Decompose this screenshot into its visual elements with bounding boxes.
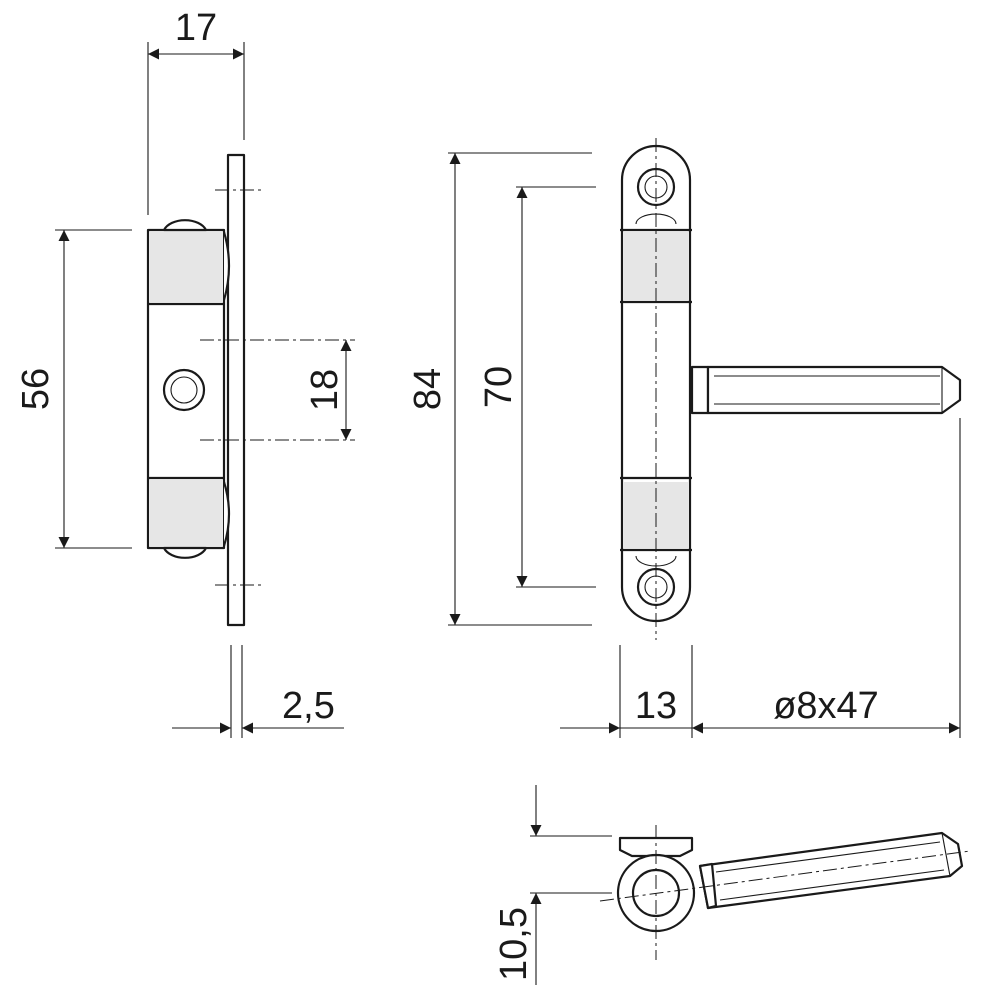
body-bottom-shade: [150, 480, 222, 546]
dimension-56: 56: [15, 229, 132, 549]
pin-shaft: [706, 365, 962, 415]
side-view: [146, 153, 262, 627]
top-view: [599, 825, 971, 960]
side-hole-outer: [162, 368, 206, 412]
top-pin-highlight-1: [715, 841, 941, 873]
dimension-2-5: 2,5: [172, 645, 344, 738]
top-pin-chamfer: [941, 832, 951, 877]
dimension-70: 70: [478, 186, 596, 588]
dim-label-84: 84: [407, 368, 449, 410]
top-knuckle-cap: [618, 836, 694, 858]
knuckle-arc-top: [222, 231, 231, 301]
dim-label-17: 17: [175, 7, 217, 49]
top-centerline-axis: [599, 850, 971, 902]
top-pin-highlight-2: [719, 869, 945, 901]
dim-label-2-5: 2,5: [282, 685, 335, 727]
knuckle-arc-bottom: [222, 481, 231, 547]
side-hole-inner: [170, 376, 198, 404]
dimension-84: 84: [407, 152, 592, 626]
dim-label-pin: ø8x47: [773, 685, 879, 727]
dimension-18: 18: [200, 339, 355, 441]
screw-head-bottom: [162, 546, 208, 559]
screw-head-top: [162, 219, 208, 232]
dimension-17: 17: [147, 7, 245, 215]
dim-label-56: 56: [15, 368, 57, 410]
dim-label-18: 18: [304, 369, 346, 411]
dim-label-10-5: 10,5: [493, 907, 535, 981]
dim-label-13: 13: [635, 685, 677, 727]
pin-collar: [690, 365, 710, 415]
dimension-10-5: 10,5: [493, 785, 612, 985]
body-top-shade: [150, 232, 222, 302]
mounting-plate: [226, 153, 246, 627]
dim-label-70: 70: [478, 366, 520, 408]
front-view: [620, 138, 962, 640]
dimension-13-and-pin: 13 ø8x47: [560, 418, 961, 738]
